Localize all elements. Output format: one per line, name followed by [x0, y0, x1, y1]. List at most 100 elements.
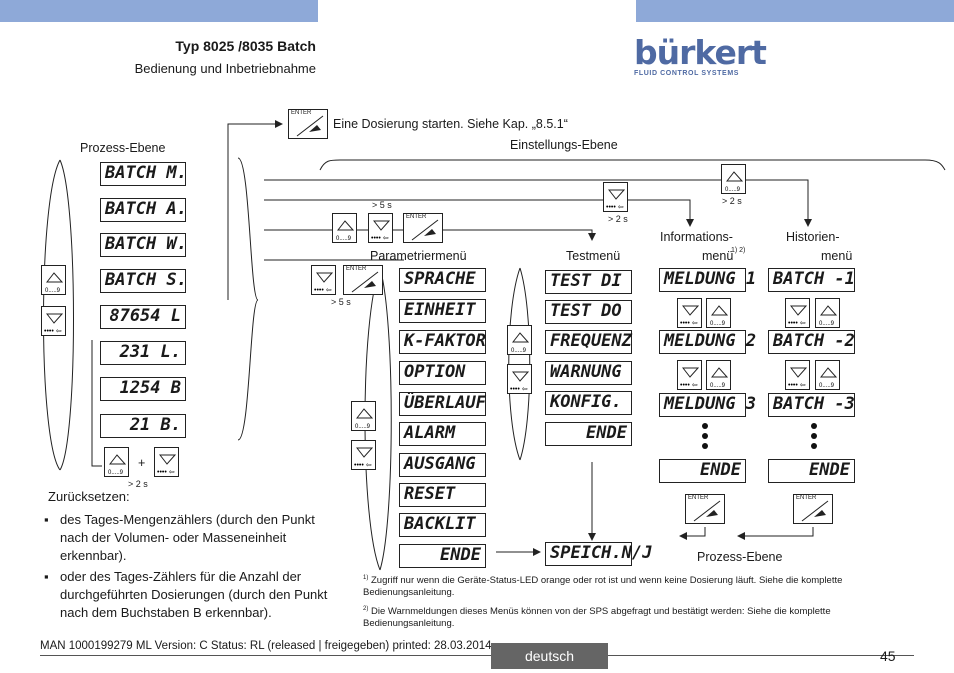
down-key-test-entry: •••• ⇦ — [603, 182, 628, 212]
informationsmenu-label-2: menü — [702, 249, 734, 263]
lcd-batch-hist-3: BATCH -3 — [768, 393, 855, 417]
up-key-param-nav: 0.....9 — [351, 401, 376, 431]
hold-5s-top: > 5 s — [372, 200, 392, 210]
up-arrow-icon: 0.....9 — [45, 272, 64, 294]
header-bar-right — [636, 0, 954, 22]
up-arrow-icon: 0.....9 — [710, 305, 729, 327]
down-key-param: •••• ⇦ — [311, 265, 336, 295]
lcd-alarm: ALARM — [399, 422, 486, 446]
lcd-batch-a: BATCH A. — [100, 198, 187, 222]
svg-text:0.....9: 0.....9 — [511, 348, 527, 354]
up-key-left: 0.....9 — [41, 265, 66, 295]
continuation-dot — [811, 443, 817, 449]
footer-meta: MAN 1000199279 ML Version: C Status: RL … — [40, 640, 492, 652]
up-arrow-icon: 0.....9 — [336, 220, 355, 242]
down-arrow-icon: •••• ⇦ — [314, 272, 334, 294]
svg-text:0.....9: 0.....9 — [725, 187, 741, 193]
continuation-dot — [811, 423, 817, 429]
testmenu-label: Testmenü — [566, 249, 621, 263]
doc-subtitle: Bedienung und Inbetriebnahme — [134, 61, 316, 76]
lcd-sprache: SPRACHE — [399, 268, 486, 292]
svg-text:0.....9: 0.....9 — [108, 470, 124, 476]
reset-bullet-1-mark: ▪ — [44, 512, 49, 527]
lcd-ueberlauf: ÜBERLAUF — [399, 392, 486, 416]
svg-text:0.....9: 0.....9 — [819, 383, 835, 389]
reset-down-key: •••• ⇦ — [154, 447, 179, 477]
svg-text:0.....9: 0.....9 — [45, 288, 61, 294]
lcd-konfig: KONFIG. — [545, 391, 632, 415]
lcd-frequenz: FREQUENZ — [545, 330, 632, 354]
lcd-batch-w: BATCH W. — [100, 233, 187, 257]
lcd-k-faktor: K-FAKTOR — [399, 330, 486, 354]
language-tab: deutsch — [491, 643, 608, 669]
reset-bullet-2: oder des Tages-Zählers für die Anzahl de… — [60, 569, 328, 620]
reset-heading: Zurücksetzen: — [48, 489, 130, 504]
footnote-1: 1) Zugriff nur wenn die Geräte-Status-LE… — [363, 575, 843, 599]
continuation-dot — [702, 433, 708, 439]
down-key-test-nav: •••• ⇦ — [507, 364, 532, 394]
reset-bullet-2-mark: ▪ — [44, 569, 49, 584]
down-key-info-2: •••• ⇦ — [677, 360, 702, 390]
up-key-info-entry: 0.....9 — [721, 164, 746, 194]
continuation-dot — [811, 433, 817, 439]
lcd-meldung-2: MELDUNG 2 — [659, 330, 756, 354]
up-arrow-icon: 0.....9 — [819, 305, 838, 327]
logo-text: bürkert — [634, 33, 767, 72]
svg-text:•••• ⇦: •••• ⇦ — [606, 204, 624, 211]
up-key-hist-1: 0.....9 — [815, 298, 840, 328]
reset-up-key: 0.....9 — [104, 447, 129, 477]
down-arrow-icon: •••• ⇦ — [680, 305, 700, 327]
up-arrow-icon: 0.....9 — [108, 454, 127, 476]
lcd-test-do: TEST DO — [545, 300, 632, 324]
down-arrow-icon: •••• ⇦ — [371, 220, 391, 242]
down-arrow-icon: •••• ⇦ — [606, 189, 626, 211]
enter-key-icon — [801, 500, 829, 522]
lcd-meldung-1: MELDUNG 1 — [659, 268, 756, 292]
prozess-ebene-bottom-label: Prozess-Ebene — [697, 550, 783, 564]
down-arrow-icon: •••• ⇦ — [788, 305, 808, 327]
enter-key-icon — [351, 271, 379, 293]
down-arrow-icon: •••• ⇦ — [510, 371, 530, 393]
svg-text:•••• ⇦: •••• ⇦ — [788, 320, 806, 327]
svg-text:•••• ⇦: •••• ⇦ — [157, 469, 175, 476]
enter-key-param: ENTER — [343, 265, 383, 295]
down-key-hist-1: •••• ⇦ — [785, 298, 810, 328]
enter-key-top: ENTER — [288, 109, 328, 139]
down-key-param-nav: •••• ⇦ — [351, 440, 376, 470]
enter-key-icon — [411, 219, 439, 241]
enter-key-info: ENTER — [685, 494, 725, 524]
lcd-batch-hist-2: BATCH -2 — [768, 330, 855, 354]
parametriermenu-label: Parametriermenü — [370, 249, 467, 263]
einstellungs-ebene-label: Einstellungs-Ebene — [510, 138, 618, 152]
lcd-ausgang: AUSGANG — [399, 453, 486, 477]
hold-2s-test: > 2 s — [608, 214, 628, 224]
lcd-einheit: EINHEIT — [399, 299, 486, 323]
header-bar-left — [0, 0, 318, 22]
footnote-2: 2) Die Warnmeldungen dieses Menüs können… — [363, 606, 831, 630]
down-key-info-1: •••• ⇦ — [677, 298, 702, 328]
down-arrow-icon: •••• ⇦ — [44, 313, 64, 335]
up-key-info-2: 0.....9 — [706, 360, 731, 390]
lcd-batch-s: BATCH S. — [100, 269, 187, 293]
up-key-test-nav: 0.....9 — [507, 325, 532, 355]
up-arrow-icon: 0.....9 — [511, 332, 530, 354]
svg-text:0.....9: 0.....9 — [336, 236, 352, 242]
up-arrow-icon: 0.....9 — [819, 367, 838, 389]
prozess-ebene-top-label: Prozess-Ebene — [80, 141, 166, 155]
lcd-warnung: WARNUNG — [545, 361, 632, 385]
historienmenu-label-2: menü — [821, 249, 853, 263]
reset-bullet-1: des Tages-Mengenzählers (durch den Punkt… — [60, 512, 315, 563]
lcd-meldung-3: MELDUNG 3 — [659, 393, 756, 417]
enter-key-icon — [296, 115, 324, 137]
lcd-speich: SPEICH.N/J — [545, 542, 652, 566]
lcd-param-ende: ENDE — [399, 544, 486, 568]
lcd-volume-daily: 231 L. — [100, 341, 186, 365]
svg-text:0.....9: 0.....9 — [819, 321, 835, 327]
logo-tagline: FLUID CONTROL SYSTEMS — [634, 70, 740, 77]
svg-text:•••• ⇦: •••• ⇦ — [788, 382, 806, 389]
up-key-param-entry: 0.....9 — [332, 213, 357, 243]
svg-text:0.....9: 0.....9 — [710, 383, 726, 389]
brand-logo: bürkert FLUID CONTROL SYSTEMS — [634, 33, 767, 77]
lcd-batch-m: BATCH M. — [100, 162, 187, 186]
enter-key-param-entry: ENTER — [403, 213, 443, 243]
